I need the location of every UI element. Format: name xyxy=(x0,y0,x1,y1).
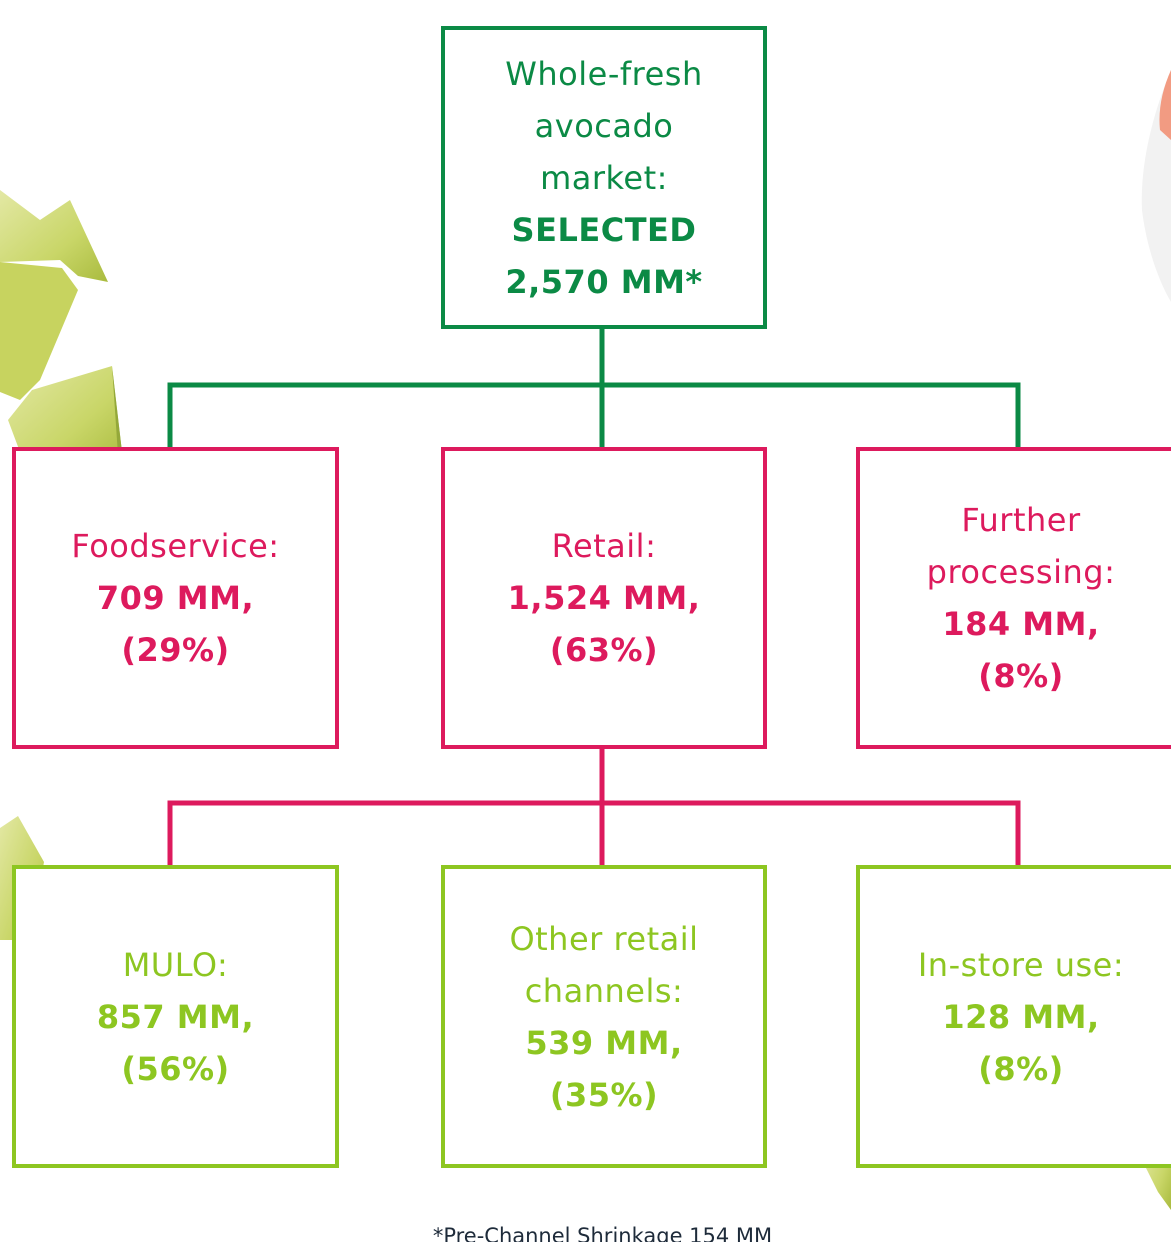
in-store-use-box: In-store use: 128 MM, (8%) xyxy=(856,865,1171,1168)
foodservice-value: 709 MM, xyxy=(96,579,255,617)
other-retail-label: Other retail xyxy=(509,919,699,958)
other-retail-value: 539 MM, xyxy=(525,1023,683,1062)
further-processing-share: (8%) xyxy=(978,657,1064,695)
mulo-box: MULO: 857 MM, (56%) xyxy=(12,865,339,1168)
market-label-line: market: xyxy=(540,158,668,197)
market-connectors xyxy=(167,328,1021,448)
mulo-value: 857 MM, xyxy=(96,997,255,1036)
market-label-line: avocado xyxy=(534,106,674,145)
foodservice-box: Foodservice: 709 MM, (29%) xyxy=(12,447,339,749)
further-processing-box: Further processing: 184 MM, (8%) xyxy=(856,447,1171,749)
market-label-line: Whole-fresh xyxy=(505,54,703,93)
mulo-share: (56%) xyxy=(121,1049,230,1088)
other-retail-label: channels: xyxy=(524,971,684,1010)
shrinkage-footnote: *Pre-Channel Shrinkage 154 MM xyxy=(432,1224,773,1242)
other-retail-share: (35%) xyxy=(549,1075,659,1114)
further-processing-value: 184 MM, xyxy=(942,605,1100,643)
retail-connectors xyxy=(167,748,1021,866)
market-value-line: 2,570 MM* xyxy=(505,262,703,301)
other-retail-box: Other retail channels: 539 MM, (35%) xyxy=(441,865,767,1168)
retail-box: Retail: 1,524 MM, (63%) xyxy=(441,447,767,749)
in-store-use-share: (8%) xyxy=(978,1049,1064,1088)
further-processing-label: Further xyxy=(961,501,1081,539)
retail-share: (63%) xyxy=(549,631,659,669)
mulo-label: MULO: xyxy=(122,945,229,984)
foodservice-share: (29%) xyxy=(121,631,230,669)
further-processing-label: processing: xyxy=(926,553,1116,591)
market-value-line: SELECTED xyxy=(511,210,697,249)
photo-circle-edge xyxy=(1141,70,1171,302)
avocado-chunks-left-top xyxy=(0,190,122,470)
market-total-box: Whole-fresh avocado market: SELECTED 2,5… xyxy=(441,26,767,329)
in-store-use-value: 128 MM, xyxy=(942,997,1100,1036)
retail-value: 1,524 MM, xyxy=(507,579,701,617)
retail-label: Retail: xyxy=(551,527,657,565)
foodservice-label: Foodservice: xyxy=(71,527,280,565)
in-store-use-label: In-store use: xyxy=(917,945,1125,984)
